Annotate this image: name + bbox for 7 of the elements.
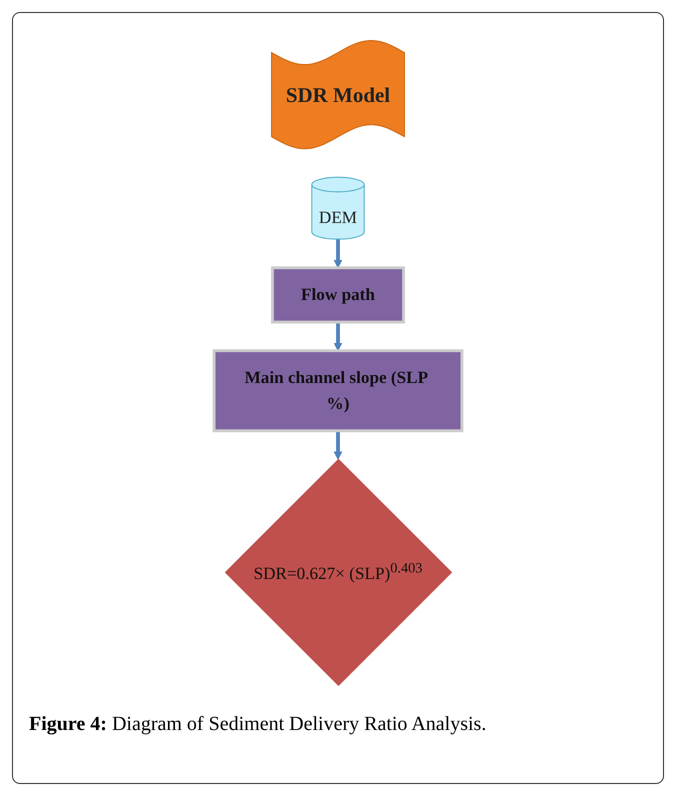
figure-caption: Figure 4: Diagram of Sediment Delivery Ratio Analysis. [29,713,486,736]
arrow [334,430,342,460]
arrow [334,322,342,352]
node-box: Flow path [271,266,405,324]
node-diamond: SDR=0.627× (SLP)$^{0.403}$ [224,458,452,686]
node-box: Main channel slope (SLP %) [212,349,464,432]
arrow [334,239,342,268]
